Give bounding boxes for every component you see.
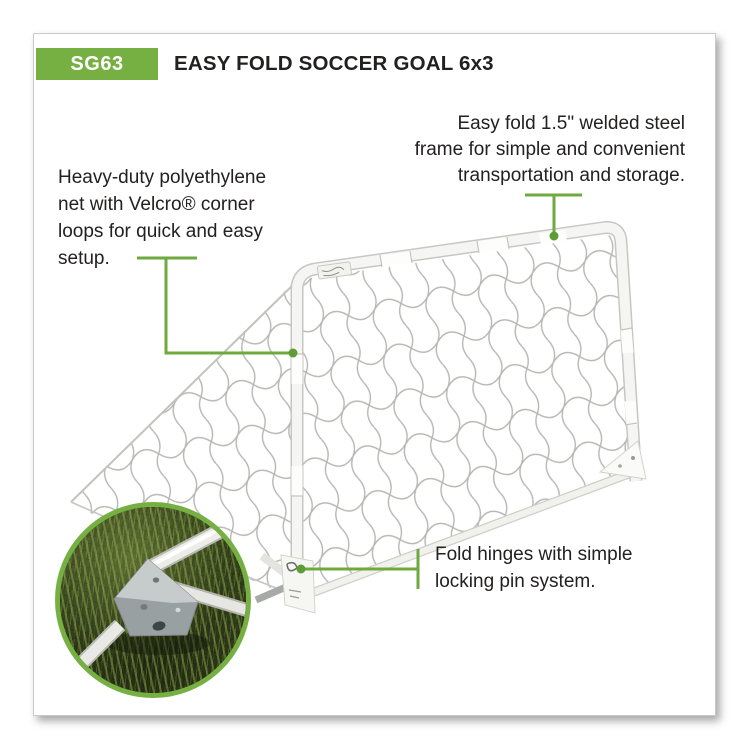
callout-hinge-line: locking pin system. bbox=[435, 571, 596, 592]
callout-frame-line: frame for simple and convenient bbox=[414, 139, 685, 160]
sku-badge: SG63 bbox=[36, 48, 158, 80]
product-title: EASY FOLD SOCCER GOAL 6x3 bbox=[174, 52, 494, 75]
callout-net-line: setup. bbox=[58, 248, 110, 269]
rivet-hole bbox=[152, 577, 160, 583]
header: SG63 EASY FOLD SOCCER GOAL 6x3 bbox=[36, 48, 494, 80]
frame-tube bbox=[292, 222, 641, 600]
rivet-hole bbox=[140, 604, 148, 610]
bracket-shadow bbox=[106, 631, 210, 655]
net-callout-connector bbox=[137, 256, 290, 355]
callout-connectors bbox=[137, 193, 582, 589]
right-base-plate bbox=[598, 440, 647, 480]
hinge-plate bbox=[113, 558, 199, 637]
connector-dots bbox=[288, 231, 559, 574]
callout-frame-line: Easy fold 1.5" welded steel bbox=[457, 113, 686, 134]
product-sheet-card: SG63 EASY FOLD SOCCER GOAL 6x3 Heavy-dut… bbox=[33, 33, 716, 716]
frame-callout-connector bbox=[525, 193, 582, 234]
crossbar-tag bbox=[316, 261, 352, 280]
callout-hinge: Fold hinges with simple locking pin syst… bbox=[435, 541, 695, 595]
net-callout-dot bbox=[288, 348, 298, 358]
rivet bbox=[175, 607, 181, 613]
ground-bar bbox=[299, 467, 636, 602]
hinge-tubes bbox=[70, 508, 246, 675]
callout-net-line: net with Velcro® corner bbox=[58, 194, 255, 215]
callout-frame: Easy fold 1.5" welded steel frame for si… bbox=[355, 111, 685, 189]
hinge-callout-dot bbox=[296, 564, 306, 574]
callout-net-line: loops for quick and easy bbox=[58, 221, 263, 242]
hinge-inset-photo bbox=[55, 502, 251, 698]
hinge-bracket-illustration bbox=[70, 508, 246, 675]
callout-frame-line: transportation and storage. bbox=[457, 165, 685, 186]
pin-hole bbox=[152, 621, 166, 631]
base-plate-holes bbox=[288, 589, 302, 599]
net-edge-cord bbox=[70, 280, 298, 503]
callout-hinge-line: Fold hinges with simple bbox=[435, 544, 633, 565]
hinge-callout-connector bbox=[304, 549, 420, 589]
callout-net: Heavy-duty polyethylene net with Velcro®… bbox=[58, 164, 320, 272]
callout-net-line: Heavy-duty polyethylene bbox=[58, 167, 267, 188]
hinge-bar bbox=[254, 583, 288, 604]
left-base-plate bbox=[280, 554, 316, 614]
frame-callout-dot bbox=[549, 231, 559, 241]
